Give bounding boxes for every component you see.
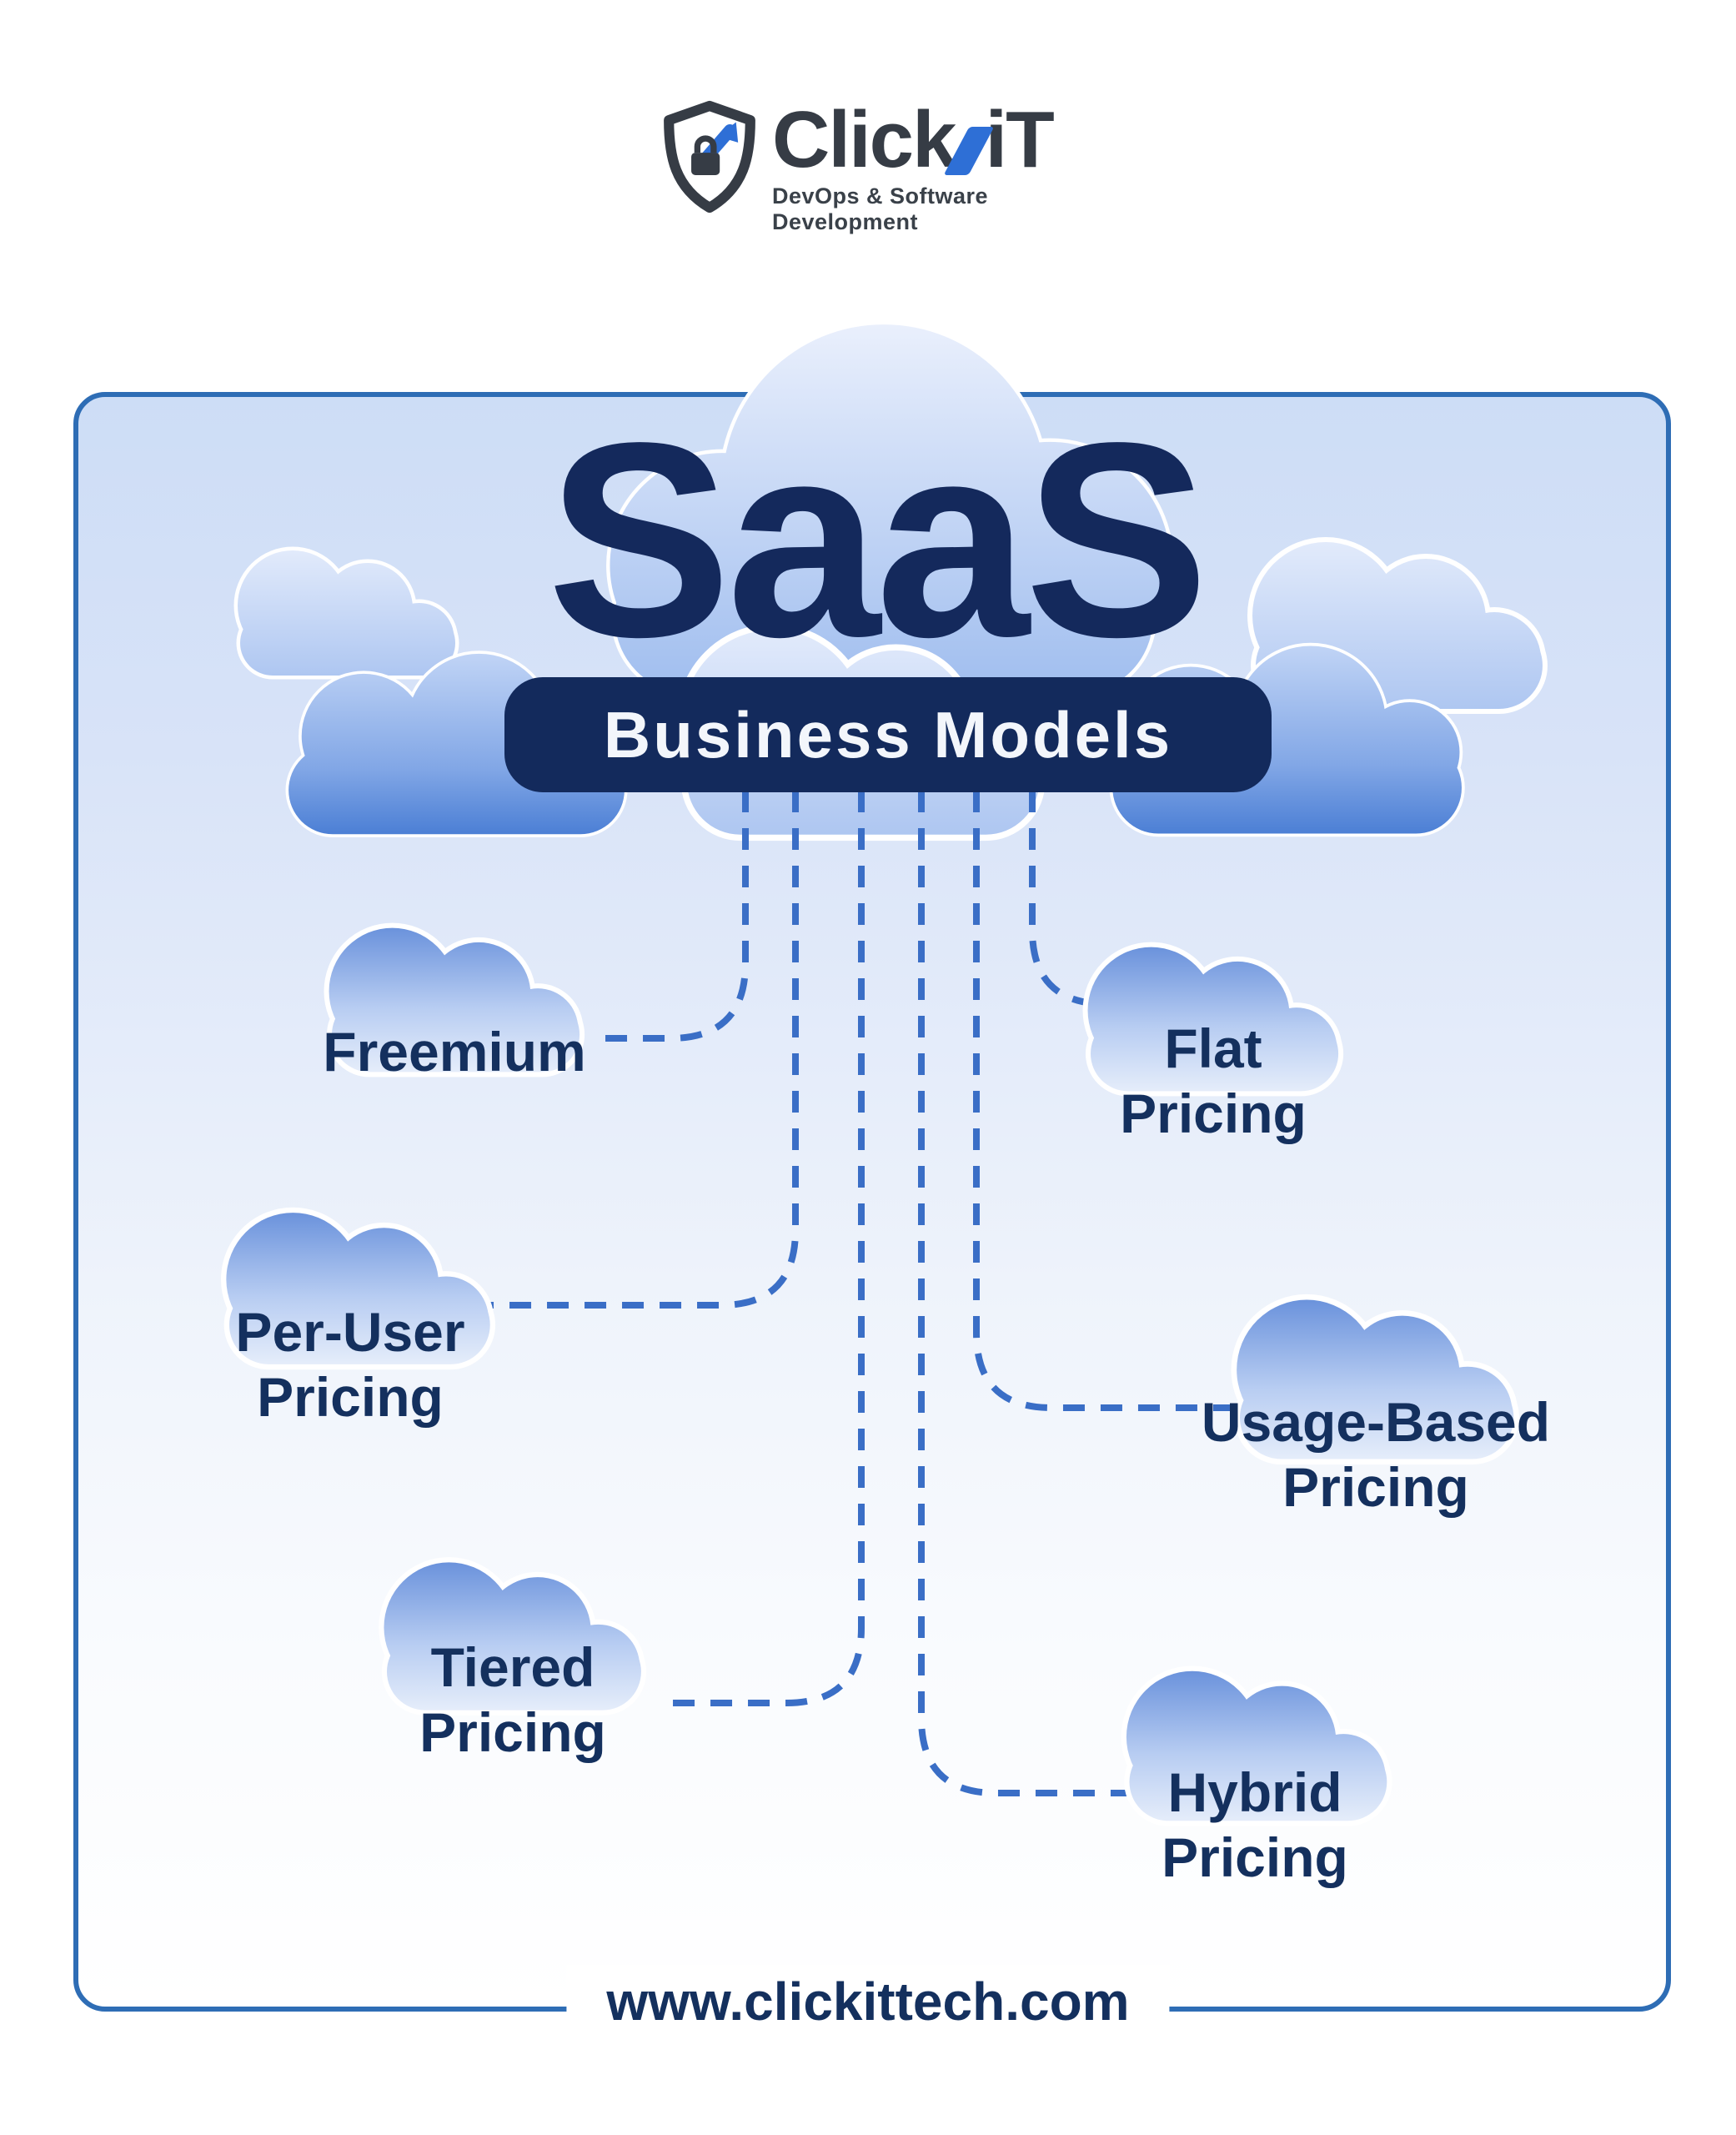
- model-label-line: Pricing: [1162, 1826, 1348, 1888]
- model-label-line: Usage-Based: [1201, 1391, 1551, 1453]
- model-label-line: Pricing: [1282, 1456, 1469, 1518]
- model-label-usage-based-pricing: Usage-Based Pricing: [1159, 1389, 1593, 1520]
- model-label-line: Tiered: [430, 1636, 595, 1698]
- model-label-flat-pricing: Flat Pricing: [1055, 1016, 1372, 1146]
- brand-tagline: DevOps & Software Development: [772, 183, 989, 234]
- brand-click: Click: [772, 95, 956, 184]
- model-label-per-user-pricing: Per-User Pricing: [171, 1299, 529, 1429]
- model-label-hybrid-pricing: Hybrid Pricing: [1076, 1760, 1434, 1890]
- model-label-freemium: Freemium: [254, 1019, 655, 1084]
- saas-title: SaaS: [546, 385, 1209, 695]
- model-label-line: Per-User: [235, 1301, 465, 1363]
- model-label-line: Pricing: [257, 1366, 444, 1428]
- model-label-line: Flat: [1164, 1017, 1262, 1079]
- model-label-line: Freemium: [323, 1021, 586, 1083]
- footer-website: www.clickittech.com: [566, 1965, 1170, 2038]
- model-label-line: Hybrid: [1167, 1761, 1342, 1823]
- shield-lock-icon: [664, 100, 755, 214]
- brand-it: iT: [985, 95, 1054, 184]
- model-label-tiered-pricing: Tiered Pricing: [334, 1635, 692, 1765]
- business-models-banner: Business Models: [504, 677, 1272, 792]
- model-label-line: Pricing: [1120, 1083, 1307, 1144]
- banner-label: Business Models: [603, 697, 1173, 771]
- model-label-line: Pricing: [419, 1701, 606, 1763]
